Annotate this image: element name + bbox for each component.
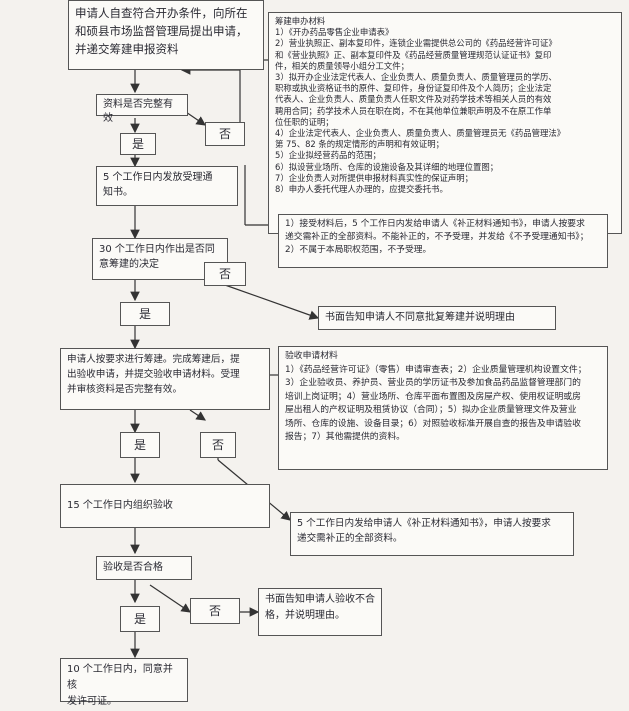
reject-acceptance-node: 书面告知申请人验收不合 格，并说明理由。 [258,588,382,636]
no-label-2: 否 [204,262,246,286]
check-complete-node: 资料是否完整有效 [96,94,188,124]
organize-check-node: 15 个工作日内组织验收 [60,484,270,528]
yes-label-3: 是 [120,432,160,458]
yes-label-1: 是 [120,133,156,155]
build-materials-note: 筹建申办材料 1）《开办药品零售企业申请表》 2）营业执照正、副本复印件，连锁企… [268,12,622,234]
no-label-3: 否 [200,432,236,458]
apply-acceptance-node: 申请人按要求进行筹建。完成筹建后，提 出验收申请，并提交验收申请材料。受理 并审… [60,348,270,410]
accept-rules-note: 1）接受材料后，5 个工作日内发给申请人《补正材料通知书》，申请人按要求 递交需… [278,214,608,268]
check-materials-note: 验收申请材料 1）《药品经营许可证》（零售）申请审查表；2）企业质量管理机构设置… [278,346,608,470]
decision-30-node: 30 个工作日内作出是否同 意筹建的决定 [92,238,228,280]
yes-label-2: 是 [120,302,170,326]
supplement-node: 5 个工作日内发给申请人《补正材料通知书》，申请人按要求 递交需补正的全部资料。 [290,512,574,556]
accept-notice-node: 5 个工作日内发放受理通 知书。 [96,166,238,206]
apply-step: 申请人自查符合开办条件，向所在 和硕县市场监督管理局提出申请， 并递交筹建申报资… [68,0,264,70]
issue-license-node: 10 个工作日内，同意并核 发许可证。 [60,658,188,707]
reject-build-node: 书面告知申请人不同意批复筹建并说明理由 [318,306,556,330]
yes-label-4: 是 [120,606,160,632]
no-label-4: 否 [190,598,240,624]
no-label-1: 否 [205,122,245,146]
pass-check-node: 验收是否合格 [96,556,192,580]
